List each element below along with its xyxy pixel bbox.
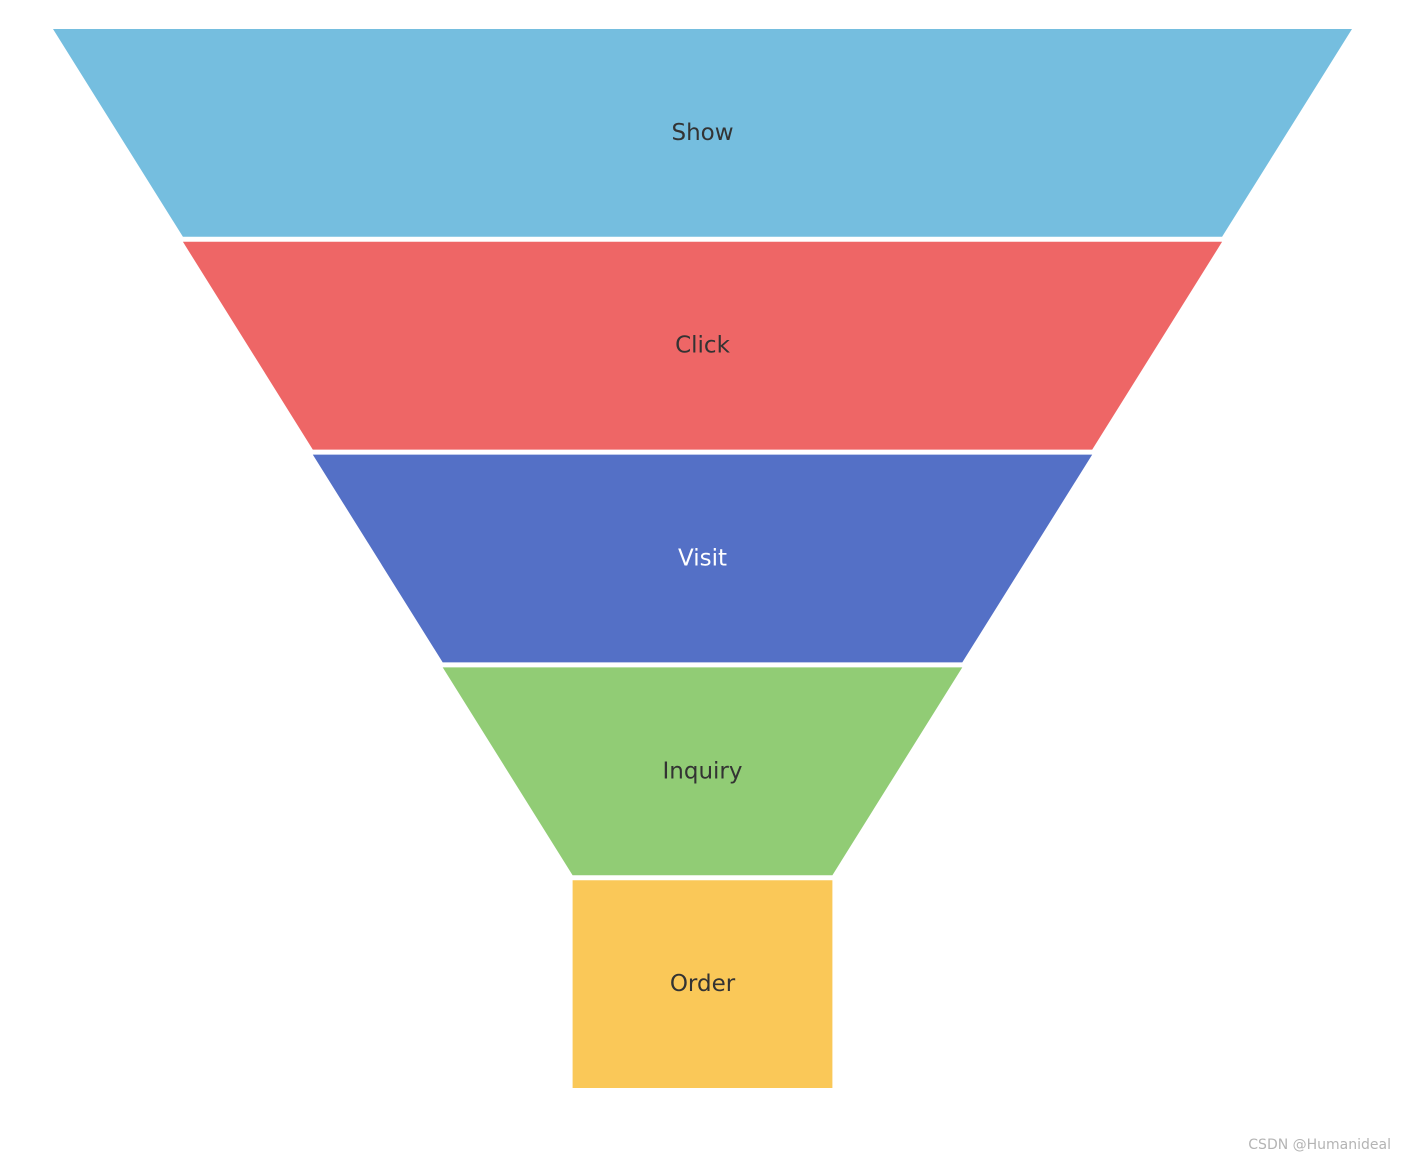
funnel-stage-click[interactable] <box>182 241 1223 450</box>
funnel-stage-visit[interactable] <box>312 454 1093 663</box>
funnel-label-inquiry: Inquiry <box>663 758 743 784</box>
funnel-label-show: Show <box>671 120 733 146</box>
funnel-label-visit: Visit <box>678 546 727 572</box>
watermark: CSDN @Humanideal <box>1248 1137 1391 1153</box>
funnel-stage-inquiry[interactable] <box>442 667 963 876</box>
funnel-label-order: Order <box>670 971 736 997</box>
funnel-stage-show[interactable] <box>53 29 1352 237</box>
funnel-stage-order[interactable] <box>572 880 833 1088</box>
funnel-label-click: Click <box>675 333 730 359</box>
